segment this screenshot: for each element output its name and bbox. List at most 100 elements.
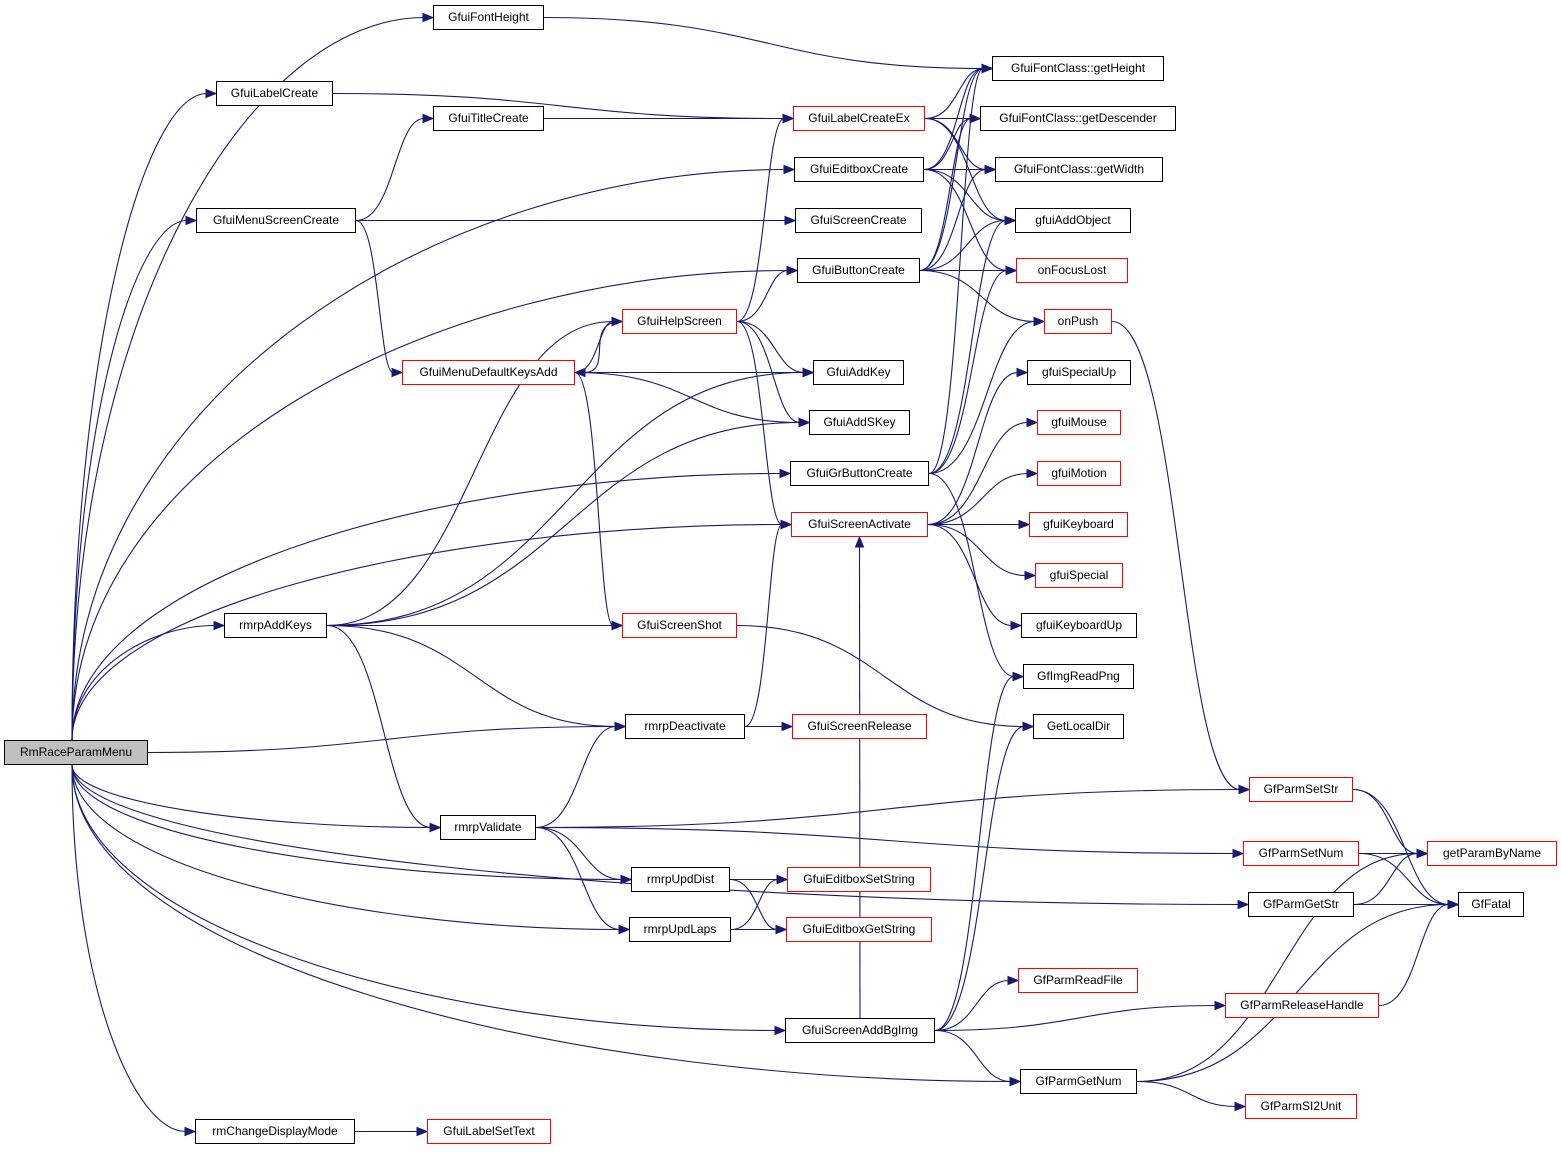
node-gfui-gr-button-create[interactable]: GfuiGrButtonCreate — [790, 461, 929, 486]
arrowhead-icon — [1033, 316, 1046, 327]
node-gfui-editbox-set-string[interactable]: GfuiEditboxSetString — [787, 867, 931, 892]
node-rm-race-param-menu[interactable]: RmRaceParamMenu — [4, 740, 148, 765]
node-gfui-screen-add-bg-img[interactable]: GfuiScreenAddBgImg — [785, 1018, 935, 1043]
node-gfui-screen-activate[interactable]: GfuiScreenActivate — [791, 512, 928, 537]
node-gfui-screen-release[interactable]: GfuiScreenRelease — [792, 714, 927, 739]
node-rmrp-upd-dist[interactable]: rmrpUpdDist — [631, 867, 730, 892]
arrowhead-icon — [422, 12, 435, 23]
arrowhead-icon — [1018, 519, 1031, 530]
node-rm-change-display-mode[interactable]: rmChangeDisplayMode — [195, 1119, 355, 1144]
node-gf-parm-get-str[interactable]: GfParmGetStr — [1248, 892, 1354, 917]
node-on-push[interactable]: onPush — [1044, 309, 1112, 334]
node-gf-parm-set-str[interactable]: GfParmSetStr — [1249, 777, 1353, 802]
node-gf-parm-release-handle[interactable]: GfParmReleaseHandle — [1225, 993, 1379, 1018]
node-gfui-keyboard-up[interactable]: gfuiKeyboardUp — [1021, 613, 1137, 638]
arrowhead-icon — [1004, 215, 1017, 226]
edge-rmraceparammenu-to-gfuigrbuttoncreate — [71, 472, 782, 741]
edge-gfuigrbuttoncreate-to-gfimgreadpng — [928, 472, 1015, 678]
edge-rmraceparammenu-to-gfuiscreenaddbgimg — [71, 764, 777, 1032]
edge-onpush-to-gfparmsetstr — [1111, 320, 1241, 791]
node-gf-img-read-png[interactable]: GfImgReadPng — [1023, 664, 1134, 689]
node-gfui-label-set-text[interactable]: GfuiLabelSetText — [427, 1119, 551, 1144]
edge-gfuihelpscreen-to-gfuimenudefaultkeysadd — [583, 320, 623, 374]
node-get-param-by-name[interactable]: getParamByName — [1427, 841, 1557, 866]
edge-gfuimenudefaultkeysadd-to-gfuihelpscreen — [574, 320, 614, 374]
edge-gfuigrbuttoncreate-to-onfocuslost — [928, 269, 1008, 475]
edge-gfuimenuscreencreate-to-gfuititlecreate — [355, 117, 425, 222]
node-gfui-screen-shot[interactable]: GfuiScreenShot — [622, 613, 737, 638]
node-gfui-editbox-create[interactable]: GfuiEditboxCreate — [794, 157, 924, 182]
node-gf-parm-set-num[interactable]: GfParmSetNum — [1243, 841, 1359, 866]
node-gf-parm-read-file[interactable]: GfParmReadFile — [1018, 968, 1138, 993]
edge-rmrpvalidate-to-gfparmsetnum — [535, 826, 1235, 855]
edge-gfuiscreenactivate-to-gfuimouse — [927, 421, 1029, 526]
arrowhead-icon — [1024, 570, 1037, 581]
edge-gfuibuttoncreate-to-gfuifontclassgetwidth — [919, 168, 987, 272]
edge-rmraceparammenu-to-gfuimenuscreencreate — [71, 219, 188, 741]
node-gfui-label-create[interactable]: GfuiLabelCreate — [216, 81, 333, 106]
arrowhead-icon — [620, 874, 633, 885]
arrowhead-icon — [1026, 417, 1039, 428]
node-gf-parm-get-num[interactable]: GfParmGetNum — [1020, 1069, 1137, 1094]
node-gfui-button-create[interactable]: GfuiButtonCreate — [797, 258, 920, 283]
node-gfui-special-up[interactable]: gfuiSpecialUp — [1027, 360, 1131, 385]
edge-gfuiscreenaddbgimg-to-gfparmgetnum — [934, 1029, 1012, 1083]
edge-gfuieditboxcreate-to-onfocuslost — [923, 168, 1008, 272]
edge-gfuimenuscreencreate-to-gfuimenudefaultkeysadd — [355, 219, 394, 374]
node-rmrp-deactivate[interactable]: rmrpDeactivate — [625, 714, 745, 739]
edge-rmraceparammenu-to-gfuifontheight — [71, 16, 425, 741]
edge-rmrpaddkeys-to-rmrpvalidate — [326, 624, 432, 829]
arrowhead-icon — [213, 620, 226, 631]
edge-gfuimenudefaultkeysadd-to-gfuiscreenshot — [574, 371, 614, 627]
arrowhead-icon — [1232, 848, 1245, 859]
node-rmrp-add-keys[interactable]: rmrpAddKeys — [224, 613, 327, 638]
arrowhead-icon — [784, 215, 797, 226]
node-gf-parm-si2-unit[interactable]: GfParmSI2Unit — [1245, 1094, 1357, 1119]
node-gfui-font-height[interactable]: GfuiFontHeight — [433, 5, 544, 30]
node-gfui-font-class-get-width[interactable]: GfuiFontClass::getWidth — [995, 157, 1163, 182]
node-gf-fatal[interactable]: GfFatal — [1458, 892, 1524, 917]
edge-gfparmsetnum-to-gffatal — [1358, 852, 1450, 906]
edge-gfuibuttoncreate-to-gfuifontclassgetdescender — [919, 117, 972, 272]
edge-rmraceparammenu-to-rmrpdeactivate — [147, 725, 617, 754]
edge-gfparmsetstr-to-getparambyname — [1352, 788, 1419, 855]
node-on-focus-lost[interactable]: onFocusLost — [1016, 258, 1128, 283]
arrowhead-icon — [1022, 721, 1035, 732]
arrowhead-icon — [776, 874, 789, 885]
edge-gfuiscreenactivate-to-gfuispecial — [927, 523, 1027, 577]
node-gfui-font-class-get-descender[interactable]: GfuiFontClass::getDescender — [980, 106, 1176, 131]
edge-gfuigrbuttoncreate-to-onpush — [928, 320, 1036, 475]
node-gfui-mouse[interactable]: gfuiMouse — [1037, 410, 1121, 435]
node-gfui-add-object[interactable]: gfuiAddObject — [1015, 208, 1131, 233]
node-gfui-keyboard[interactable]: gfuiKeyboard — [1029, 512, 1128, 537]
node-gfui-menu-default-keys-add[interactable]: GfuiMenuDefaultKeysAdd — [402, 360, 575, 385]
node-gfui-screen-create[interactable]: GfuiScreenCreate — [795, 208, 922, 233]
node-get-local-dir[interactable]: GetLocalDir — [1033, 714, 1124, 739]
node-gfui-add-key[interactable]: GfuiAddKey — [813, 360, 904, 385]
node-gfui-motion[interactable]: gfuiMotion — [1037, 461, 1121, 486]
edge-rmraceparammenu-to-rmchangedisplaymode — [71, 764, 187, 1133]
edge-gfuilabelcreate-to-gfuilabelcreateex — [332, 92, 785, 120]
edge-rmraceparammenu-to-rmrpvalidate — [71, 764, 432, 829]
edge-rmrpaddkeys-to-gfuihelpscreen — [326, 320, 614, 627]
edge-gfuihelpscreen-to-gfuiaddskey — [736, 320, 801, 424]
node-gfui-title-create[interactable]: GfuiTitleCreate — [433, 106, 544, 131]
node-gfui-help-screen[interactable]: GfuiHelpScreen — [622, 309, 737, 334]
node-gfui-special[interactable]: gfuiSpecial — [1035, 563, 1123, 588]
node-gfui-editbox-get-string[interactable]: GfuiEditboxGetString — [786, 917, 932, 942]
edge-rmraceparammenu-to-rmrpupdlaps — [71, 764, 621, 931]
edge-gfparmgetstr-to-getparambyname — [1353, 852, 1419, 906]
node-gfui-menu-screen-create[interactable]: GfuiMenuScreenCreate — [196, 208, 356, 233]
edge-rmraceparammenu-to-gfparmgetstr — [71, 764, 1240, 906]
arrowhead-icon — [1237, 899, 1250, 910]
node-gfui-font-class-get-height[interactable]: GfuiFontClass::getHeight — [992, 56, 1164, 81]
arrowhead-icon — [1005, 265, 1018, 276]
edge-gfuifontheight-to-gfuifontclassgetheight — [543, 16, 984, 70]
edge-rmrpvalidate-to-rmrpupddist — [535, 826, 623, 881]
arrowhead-icon — [614, 721, 627, 732]
arrowhead-icon — [774, 1025, 787, 1036]
node-rmrp-upd-laps[interactable]: rmrpUpdLaps — [629, 917, 731, 942]
node-rmrp-validate[interactable]: rmrpValidate — [440, 815, 536, 840]
node-gfui-label-create-ex[interactable]: GfuiLabelCreateEx — [793, 106, 925, 131]
node-gfui-add-skey[interactable]: GfuiAddSKey — [809, 410, 910, 435]
